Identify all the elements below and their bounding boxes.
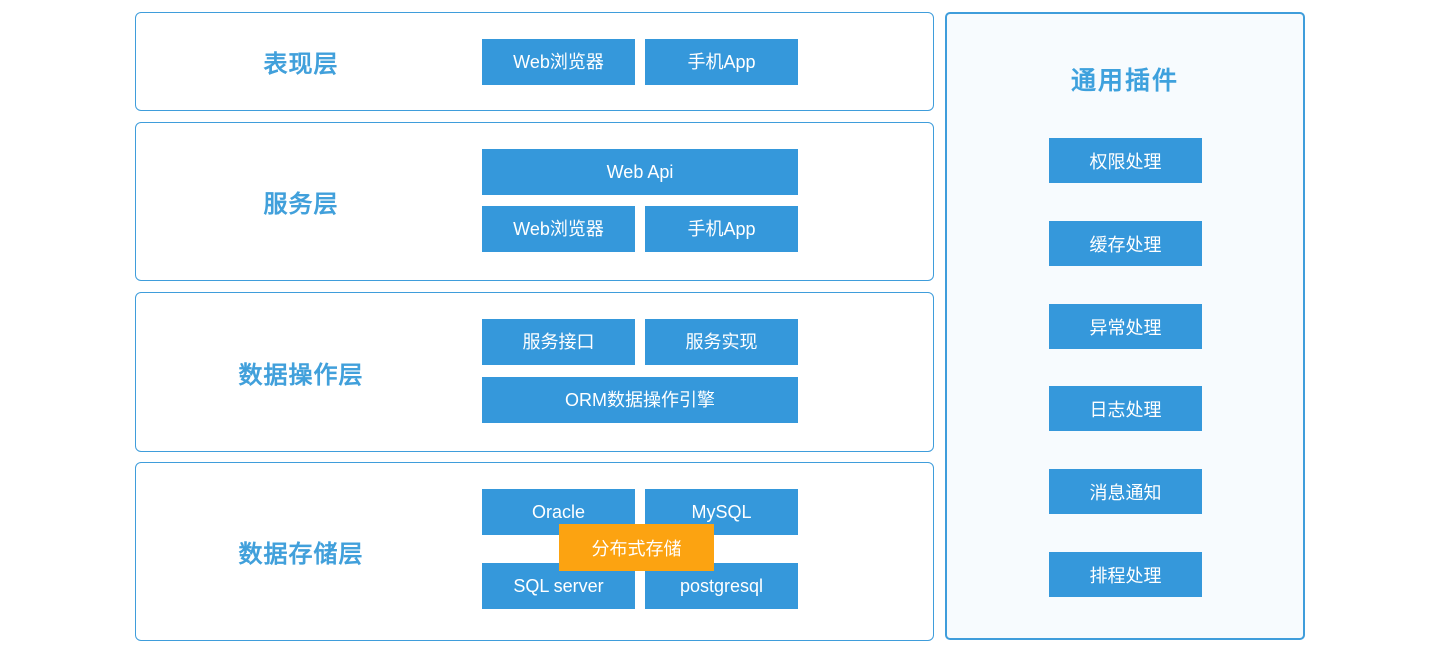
layer-data-storage: 数据存储层 Oracle MySQL SQL server postgresql…: [135, 462, 934, 641]
layer-data-operation: 数据操作层 服务接口 服务实现 ORM数据操作引擎: [135, 292, 934, 452]
layer-service: 服务层 Web Api Web浏览器 手机App: [135, 122, 934, 281]
plugin-log-handling: 日志处理: [1049, 386, 1202, 431]
plugin-schedule-handling: 排程处理: [1049, 552, 1202, 597]
box-postgresql: postgresql: [645, 563, 798, 609]
plugin-exception-handling: 异常处理: [1049, 304, 1202, 349]
box-distributed-storage: 分布式存储: [559, 524, 714, 571]
box-web-browser: Web浏览器: [482, 206, 635, 252]
box-web-browser: Web浏览器: [482, 39, 635, 85]
plugin-panel: 通用插件 权限处理 缓存处理 异常处理 日志处理 消息通知 排程处理: [945, 12, 1305, 640]
box-sql-server: SQL server: [482, 563, 635, 609]
layer-data-operation-label: 数据操作层: [238, 361, 364, 389]
box-service-interface: 服务接口: [482, 319, 635, 365]
plugin-message-notification: 消息通知: [1049, 469, 1202, 514]
layer-presentation-label: 表现层: [263, 51, 339, 78]
plugin-panel-title: 通用插件: [1070, 67, 1179, 95]
box-orm-engine: ORM数据操作引擎: [482, 377, 798, 423]
box-web-api: Web Api: [482, 149, 798, 195]
layer-service-label: 服务层: [263, 191, 339, 218]
box-oracle: Oracle: [482, 489, 635, 535]
plugin-cache-handling: 缓存处理: [1049, 221, 1202, 266]
box-mobile-app: 手机App: [645, 206, 798, 252]
box-mobile-app: 手机App: [645, 39, 798, 85]
layer-presentation: 表现层 Web浏览器 手机App: [135, 12, 934, 111]
box-service-implementation: 服务实现: [645, 319, 798, 365]
plugin-permission-handling: 权限处理: [1049, 138, 1202, 183]
layer-data-storage-label: 数据存储层: [238, 541, 364, 568]
